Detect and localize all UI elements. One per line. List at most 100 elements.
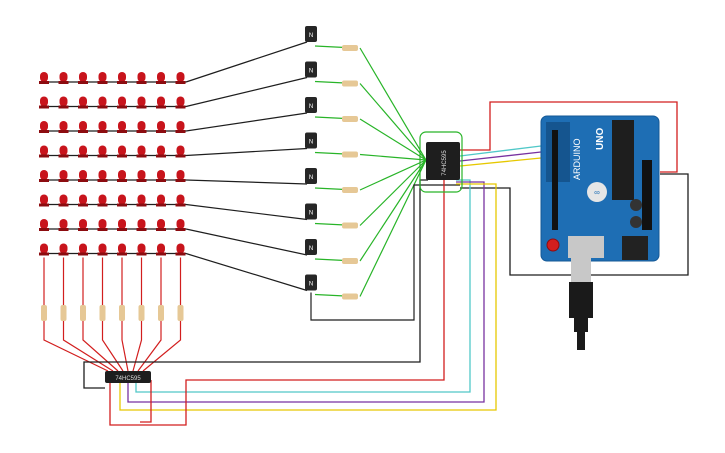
led[interactable] <box>156 121 166 133</box>
led[interactable] <box>97 243 108 256</box>
led[interactable] <box>175 194 186 207</box>
led[interactable] <box>58 194 69 207</box>
resistor-body <box>138 305 145 321</box>
led[interactable] <box>136 145 147 158</box>
led-body <box>59 96 68 107</box>
transistor[interactable]: N <box>305 168 317 184</box>
column-resistor[interactable] <box>138 305 145 321</box>
led[interactable] <box>58 145 69 158</box>
led[interactable] <box>58 96 69 109</box>
row-resistor[interactable] <box>342 116 358 122</box>
led[interactable] <box>156 72 166 84</box>
led[interactable] <box>97 96 108 109</box>
led[interactable] <box>117 96 127 109</box>
led[interactable] <box>97 219 108 231</box>
reset-button[interactable] <box>546 238 560 252</box>
transistor[interactable]: N <box>305 203 317 220</box>
transistor[interactable]: N <box>305 26 317 42</box>
led[interactable] <box>39 194 49 207</box>
row-wire <box>185 228 308 256</box>
column-resistor[interactable] <box>119 305 125 321</box>
led[interactable] <box>58 121 69 133</box>
transistor[interactable]: N <box>305 274 317 291</box>
led[interactable] <box>78 121 88 133</box>
led[interactable] <box>97 121 108 133</box>
led[interactable] <box>136 243 147 256</box>
led[interactable] <box>39 96 49 109</box>
led[interactable] <box>39 243 49 256</box>
led[interactable] <box>78 194 88 207</box>
led[interactable] <box>117 145 127 158</box>
led[interactable] <box>117 170 127 182</box>
row-resistor[interactable] <box>342 187 358 193</box>
led[interactable] <box>136 121 147 133</box>
led[interactable] <box>136 96 147 109</box>
led[interactable] <box>136 72 147 84</box>
led[interactable] <box>97 72 108 84</box>
transistor[interactable]: N <box>305 61 317 78</box>
led[interactable] <box>58 72 69 84</box>
led[interactable] <box>117 194 127 207</box>
led[interactable] <box>117 121 127 133</box>
led[interactable] <box>136 219 147 231</box>
resistor-body <box>342 187 358 193</box>
led[interactable] <box>175 145 186 158</box>
led[interactable] <box>58 219 69 231</box>
led[interactable] <box>175 96 186 109</box>
transistor[interactable]: N <box>305 97 317 113</box>
transistor[interactable]: N <box>305 239 317 255</box>
led[interactable] <box>39 145 49 158</box>
shift-register-top[interactable]: 74HC595 <box>426 142 460 180</box>
led-body <box>79 72 87 82</box>
led[interactable] <box>58 170 69 182</box>
row-resistor[interactable] <box>342 151 358 158</box>
led[interactable] <box>39 121 49 133</box>
led[interactable] <box>156 243 166 256</box>
led[interactable] <box>39 170 49 182</box>
transistor[interactable]: N <box>305 132 317 149</box>
led[interactable] <box>117 219 127 231</box>
led[interactable] <box>78 145 88 158</box>
led[interactable] <box>78 96 88 109</box>
column-resistor[interactable] <box>158 305 164 321</box>
led[interactable] <box>78 219 88 231</box>
led[interactable] <box>39 72 49 84</box>
led[interactable] <box>156 170 166 182</box>
led[interactable] <box>117 243 127 256</box>
column-resistor[interactable] <box>99 305 106 321</box>
arduino-board[interactable]: ∞ ARDUINO UNO <box>540 115 660 262</box>
led[interactable] <box>117 72 127 84</box>
led[interactable] <box>39 219 49 231</box>
column-resistor[interactable] <box>41 305 47 321</box>
led[interactable] <box>78 243 88 256</box>
led[interactable] <box>58 243 69 256</box>
led[interactable] <box>97 194 108 207</box>
led[interactable] <box>175 121 186 133</box>
led[interactable] <box>175 219 186 231</box>
led[interactable] <box>136 194 147 207</box>
data-wire <box>459 145 542 157</box>
row-resistor[interactable] <box>342 293 358 300</box>
led[interactable] <box>78 170 88 182</box>
row-resistor[interactable] <box>342 258 358 264</box>
row-resistor[interactable] <box>342 45 358 51</box>
led[interactable] <box>156 145 166 158</box>
led[interactable] <box>175 72 186 84</box>
led[interactable] <box>156 194 166 207</box>
row-resistor[interactable] <box>342 222 358 229</box>
column-resistor[interactable] <box>80 305 86 321</box>
column-resistor[interactable] <box>60 305 67 321</box>
column-resistor[interactable] <box>177 305 184 321</box>
led[interactable] <box>97 170 108 182</box>
led[interactable] <box>156 96 166 109</box>
led[interactable] <box>175 170 186 182</box>
led[interactable] <box>78 72 88 84</box>
led[interactable] <box>136 170 147 182</box>
led-base <box>175 252 186 256</box>
led-base <box>117 228 127 231</box>
led[interactable] <box>97 145 108 158</box>
led[interactable] <box>156 219 166 231</box>
row-resistor[interactable] <box>342 80 358 87</box>
shift-register-bottom[interactable]: 74HC595 <box>105 371 151 383</box>
led[interactable] <box>175 243 186 256</box>
